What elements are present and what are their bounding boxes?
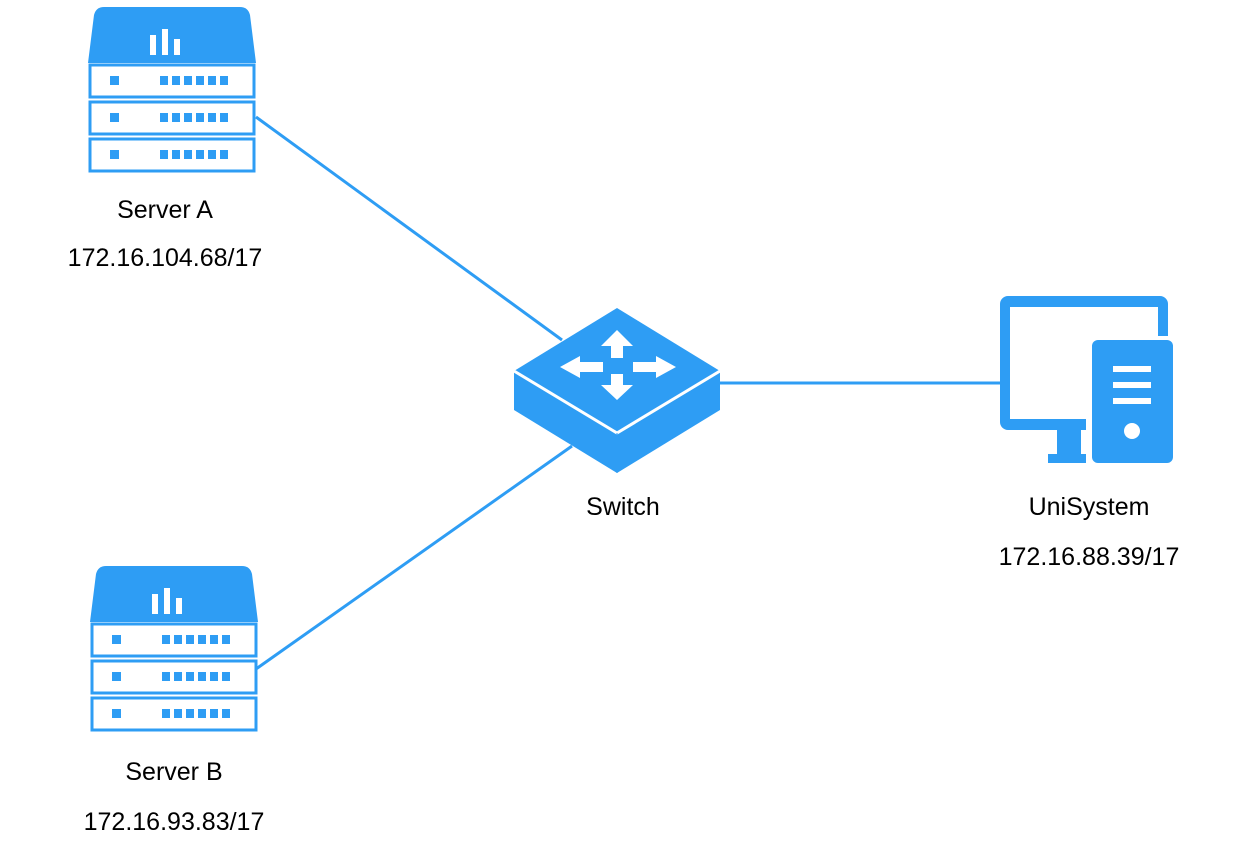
server-rack-icon: [88, 7, 256, 171]
server-a-ip: 172.16.104.68/17: [68, 244, 263, 272]
link-server-a-switch: [255, 115, 563, 342]
desktop-computer-icon: [1000, 296, 1179, 468]
network-switch-icon: [513, 308, 721, 473]
unisystem-name: UniSystem: [1029, 493, 1150, 521]
server-a[interactable]: Server A 172.16.104.68/17: [68, 7, 263, 272]
server-a-name: Server A: [117, 196, 213, 224]
server-rack-icon: [90, 566, 258, 730]
link-server-b-switch: [255, 444, 573, 671]
switch-name: Switch: [586, 493, 660, 521]
unisystem-ip: 172.16.88.39/17: [999, 543, 1180, 571]
switch[interactable]: Switch: [513, 308, 721, 521]
server-b-name: Server B: [125, 758, 222, 786]
server-b[interactable]: Server B 172.16.93.83/17: [84, 566, 265, 836]
unisystem[interactable]: UniSystem 172.16.88.39/17: [999, 296, 1180, 571]
server-b-ip: 172.16.93.83/17: [84, 808, 265, 836]
